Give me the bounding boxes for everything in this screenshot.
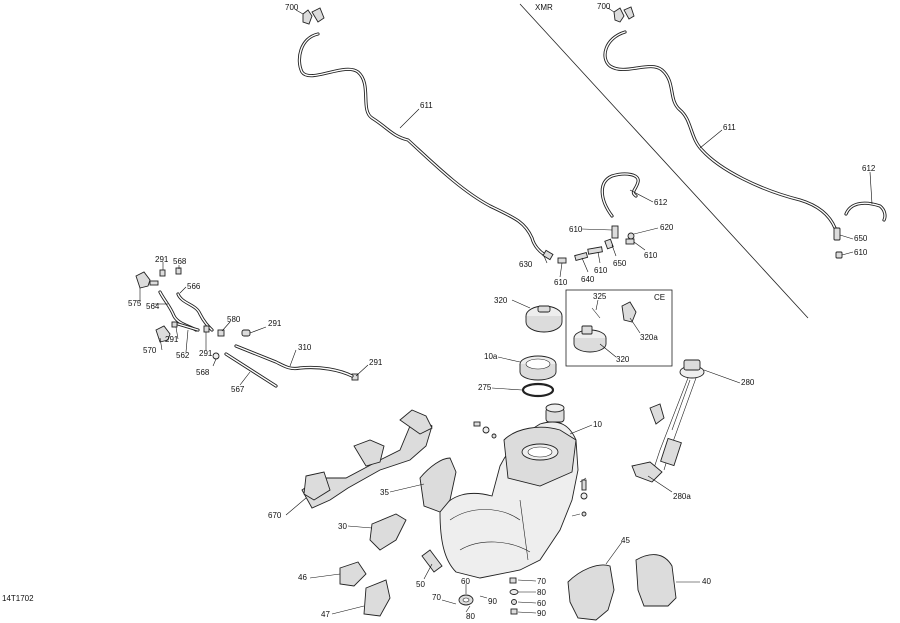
label-562: 562	[176, 351, 190, 360]
label-45: 45	[621, 536, 630, 545]
label-60-b: 60	[537, 599, 546, 608]
label-612-right: 612	[862, 164, 876, 173]
label-320a: 320a	[640, 333, 658, 342]
pad-47	[363, 579, 391, 617]
label-310: 310	[298, 343, 312, 352]
label-630: 630	[519, 260, 533, 269]
label-650-center: 650	[613, 259, 627, 268]
label-280: 280	[741, 378, 755, 387]
label-670: 670	[268, 511, 282, 520]
xmr-divider-line	[519, 3, 809, 319]
label-325: 325	[593, 292, 607, 301]
label-700-left: 700	[285, 3, 299, 12]
label-291-b: 291	[165, 335, 179, 344]
label-280a: 280a	[673, 492, 691, 501]
hose-562	[176, 322, 200, 332]
lock-320a	[621, 301, 637, 323]
label-80-b: 80	[537, 588, 546, 597]
label-80-a: 80	[466, 612, 475, 621]
bracket-670	[301, 409, 433, 509]
label-566: 566	[187, 282, 201, 291]
label-650-right: 650	[854, 234, 868, 243]
hose-567	[224, 352, 278, 388]
shield-30	[369, 513, 407, 551]
label-320: 320	[494, 296, 508, 305]
seal-275	[521, 382, 555, 398]
label-611-right: 611	[723, 123, 736, 132]
fuel-tank-10	[439, 403, 587, 579]
label-610-d: 610	[644, 251, 658, 260]
pad-46	[339, 561, 367, 587]
fitting-650-right	[833, 227, 843, 259]
label-575: 575	[128, 299, 142, 308]
label-580: 580	[227, 315, 241, 324]
label-10: 10	[593, 420, 602, 429]
label-90-b: 90	[537, 609, 546, 618]
vent-hose-612-center	[600, 172, 640, 218]
fitting-570	[155, 325, 171, 343]
clip-700-right	[613, 6, 635, 23]
fitting-575	[135, 271, 159, 289]
hose-310	[234, 344, 354, 378]
label-47: 47	[321, 610, 330, 619]
fuel-cap-320	[525, 305, 563, 333]
label-35: 35	[380, 488, 389, 497]
label-90-a: 90	[488, 597, 497, 606]
label-60-a: 60	[461, 577, 470, 586]
shield-45	[567, 564, 615, 621]
fuel-pump-280	[631, 359, 705, 483]
label-620: 620	[660, 223, 674, 232]
ring-10a	[519, 355, 557, 381]
bolt-right	[580, 479, 588, 517]
label-568-a: 568	[173, 257, 187, 266]
label-610-right: 610	[854, 248, 868, 257]
ce-box	[565, 289, 673, 367]
heat-shield-35	[419, 457, 457, 513]
label-291-e: 291	[369, 358, 383, 367]
strap-50	[421, 549, 443, 573]
vent-line-611-left	[297, 32, 547, 257]
pad-40	[635, 554, 677, 607]
label-700-right: 700	[597, 2, 611, 11]
label-320-ce: 320	[616, 355, 630, 364]
label-40: 40	[702, 577, 711, 586]
clip-700-left	[302, 7, 325, 25]
label-275: 275	[478, 383, 492, 392]
label-50: 50	[416, 580, 425, 589]
bolt-upper	[473, 421, 497, 439]
label-610-b: 610	[594, 266, 608, 275]
fitting-cluster	[542, 225, 635, 264]
label-70-a: 70	[432, 593, 441, 602]
label-291-a: 291	[155, 255, 169, 264]
label-610-c: 610	[569, 225, 583, 234]
label-611-left: 611	[420, 101, 433, 110]
label-10a: 10a	[484, 352, 498, 361]
label-610-a: 610	[554, 278, 568, 287]
label-564: 564	[146, 302, 160, 311]
label-570: 570	[143, 346, 157, 355]
grommet-60	[458, 594, 474, 606]
ce-label: CE	[654, 293, 665, 302]
vent-hose-612-right	[844, 201, 887, 222]
vent-line-611-right	[603, 30, 837, 230]
label-30: 30	[338, 522, 347, 531]
variant-label: XMR	[535, 3, 553, 12]
label-46: 46	[298, 573, 307, 582]
label-567: 567	[231, 385, 245, 394]
hardware-right-stack	[509, 577, 519, 615]
label-70-b: 70	[537, 577, 546, 586]
strap-325	[591, 307, 601, 319]
label-612-center: 612	[654, 198, 668, 207]
label-568-b: 568	[196, 368, 210, 377]
drawing-id: 14T1702	[2, 594, 34, 603]
label-640: 640	[581, 275, 595, 284]
label-291-d: 291	[268, 319, 282, 328]
cap-320-ce	[573, 325, 607, 353]
label-291-c: 291	[199, 349, 213, 358]
